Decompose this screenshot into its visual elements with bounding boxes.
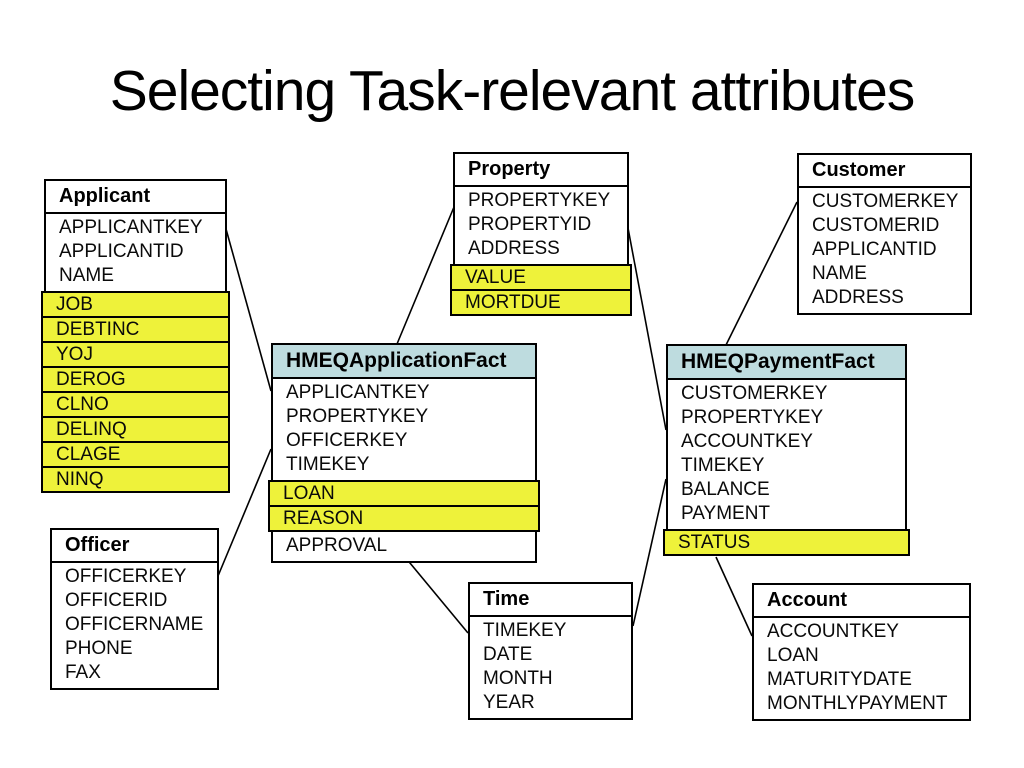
table-column: YOJ	[56, 344, 93, 365]
table-title-hmeq-application-fact: HMEQApplicationFact	[271, 343, 537, 379]
table-column: TIMEKEY	[681, 455, 765, 476]
table-title-hmeq-payment-fact: HMEQPaymentFact	[666, 344, 907, 380]
table-column: PROPERTYKEY	[681, 407, 824, 428]
table-column: OFFICERID	[65, 590, 168, 611]
highlighted-attribute: YOJ	[41, 341, 230, 368]
table-title-customer: Customer	[797, 153, 972, 188]
attribute-group: TIMEKEY DATE MONTH YEAR	[468, 615, 633, 720]
attribute-group: APPROVAL	[271, 530, 537, 563]
table-column: PROPERTYKEY	[286, 406, 429, 427]
table-column: APPLICANTKEY	[59, 217, 203, 238]
table-column: BALANCE	[681, 479, 770, 500]
table-title-applicant: Applicant	[44, 179, 227, 214]
connector-hmeq-payment-fact-account	[715, 556, 753, 637]
table-column: YEAR	[483, 692, 535, 713]
table-title-officer: Officer	[50, 528, 219, 563]
connector-property-hmeq-application-fact	[396, 206, 455, 345]
table-column: TIMEKEY	[286, 454, 370, 475]
table-column: NINQ	[56, 469, 104, 490]
table-column: STATUS	[678, 532, 751, 553]
table-column: MATURITYDATE	[767, 669, 912, 690]
table-column: CUSTOMERKEY	[812, 191, 959, 212]
attribute-group: APPLICANTKEY APPLICANTID NAME	[44, 212, 227, 293]
connector-property-hmeq-payment-fact	[627, 227, 667, 431]
table-column: PAYMENT	[681, 503, 771, 524]
table-column: CUSTOMERKEY	[681, 383, 828, 404]
connector-hmeq-application-fact-time	[404, 556, 469, 634]
table-column: DEBTINC	[56, 319, 140, 340]
table-column: APPLICANTID	[812, 239, 937, 260]
table-column: ACCOUNTKEY	[767, 621, 899, 642]
highlighted-attribute: NINQ	[41, 466, 230, 493]
connector-officer-hmeq-application-fact	[217, 448, 272, 577]
connector-applicant-hmeq-application-fact	[225, 228, 272, 392]
attribute-group: ACCOUNTKEY LOAN MATURITYDATE MONTHLYPAYMENT	[752, 616, 971, 721]
table-column: PHONE	[65, 638, 133, 659]
highlighted-attribute: MORTDUE	[450, 289, 632, 316]
highlighted-attribute: LOAN	[268, 480, 540, 507]
connector-customer-hmeq-payment-fact	[725, 201, 798, 346]
table-column: CLNO	[56, 394, 109, 415]
table-column: DEROG	[56, 369, 126, 390]
table-column: ADDRESS	[812, 287, 904, 308]
highlighted-attribute: DEROG	[41, 366, 230, 393]
table-column: MORTDUE	[465, 292, 561, 313]
highlighted-attribute: VALUE	[450, 264, 632, 291]
table-column: JOB	[56, 294, 93, 315]
highlighted-attribute: JOB	[41, 291, 230, 318]
highlighted-attribute: STATUS	[663, 529, 910, 556]
attribute-group: APPLICANTKEY PROPERTYKEY OFFICERKEY TIMEKEY	[271, 377, 537, 482]
table-title-time: Time	[468, 582, 633, 617]
table-column: MONTHLYPAYMENT	[767, 693, 948, 714]
table-column: NAME	[812, 263, 867, 284]
table-column: DELINQ	[56, 419, 127, 440]
highlighted-attribute: REASON	[268, 505, 540, 532]
table-column: ADDRESS	[468, 238, 560, 259]
table-column: NAME	[59, 265, 114, 286]
attribute-group: CUSTOMERKEY PROPERTYKEY ACCOUNTKEY TIMEKEY B…	[666, 378, 907, 531]
highlighted-attribute: DELINQ	[41, 416, 230, 443]
table-column: REASON	[283, 508, 364, 529]
table-column: VALUE	[465, 267, 526, 288]
table-column: LOAN	[767, 645, 819, 666]
table-column: OFFICERNAME	[65, 614, 204, 635]
table-column: LOAN	[283, 483, 335, 504]
table-title-property: Property	[453, 152, 629, 187]
attribute-group: OFFICERKEY OFFICERID OFFICERNAME PHONE FAX	[50, 561, 219, 690]
table-column: MONTH	[483, 668, 553, 689]
table-column: OFFICERKEY	[286, 430, 408, 451]
table-column: OFFICERKEY	[65, 566, 187, 587]
table-column: DATE	[483, 644, 533, 665]
table-column: CUSTOMERID	[812, 215, 940, 236]
highlighted-attribute: CLNO	[41, 391, 230, 418]
slide-title: Selecting Task-relevant attributes	[109, 59, 916, 123]
highlighted-attribute: CLAGE	[41, 441, 230, 468]
table-column: PROPERTYID	[468, 214, 592, 235]
table-column: APPLICANTID	[59, 241, 184, 262]
attribute-group: PROPERTYKEY PROPERTYID ADDRESS	[453, 185, 629, 266]
table-column: PROPERTYKEY	[468, 190, 611, 211]
highlighted-attribute: DEBTINC	[41, 316, 230, 343]
attribute-group: CUSTOMERKEY CUSTOMERID APPLICANTID NAME ADDR…	[797, 186, 972, 315]
connector-hmeq-payment-fact-time	[632, 478, 667, 627]
table-column: APPROVAL	[286, 535, 388, 556]
table-column: ACCOUNTKEY	[681, 431, 813, 452]
table-column: APPLICANTKEY	[286, 382, 430, 403]
table-column: FAX	[65, 662, 101, 683]
table-title-account: Account	[752, 583, 971, 618]
table-column: CLAGE	[56, 444, 121, 465]
table-column: TIMEKEY	[483, 620, 567, 641]
